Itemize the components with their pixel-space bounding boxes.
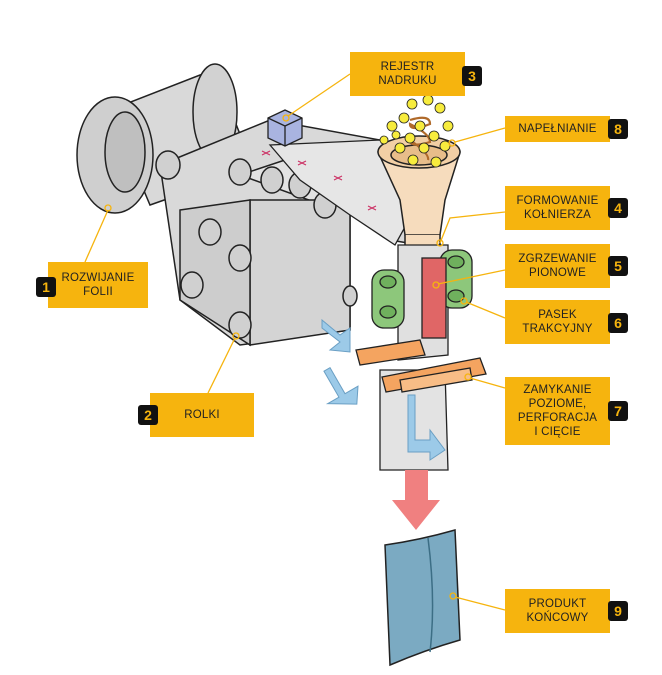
leader-lines <box>84 73 506 611</box>
callout-rollers: ROLKI <box>150 393 254 437</box>
badge-7: 7 <box>608 401 628 421</box>
callout-horizontal-closing: ZAMYKANIE POZIOME, PERFORACJA I CIĘCIE <box>505 377 610 445</box>
badge-6: 6 <box>608 313 628 333</box>
badge-4: 4 <box>608 198 628 218</box>
callout-print-register: REJESTR NADRUKU <box>350 52 465 96</box>
badge-5: 5 <box>608 256 628 276</box>
print-register-sensor <box>267 109 303 147</box>
product-pellets <box>379 94 454 168</box>
callout-final-product: PRODUKT KOŃCOWY <box>505 589 610 633</box>
callout-film-unwinding: ROZWIJANIE FOLII <box>48 262 148 308</box>
horizontal-jaws <box>355 339 487 393</box>
vertical-sealer <box>421 257 447 339</box>
callout-collar-forming: FORMOWANIE KOŁNIERZA <box>505 186 610 230</box>
badge-8: 8 <box>608 119 628 139</box>
badge-2: 2 <box>138 405 158 425</box>
badge-9: 9 <box>608 601 628 621</box>
final-product-bag <box>384 529 461 667</box>
flow-arrows <box>321 318 446 461</box>
callout-vertical-sealing: ZGRZEWANIE PIONOWE <box>505 244 610 288</box>
callout-traction-belt: PASEK TRAKCYJNY <box>505 300 610 344</box>
badge-3: 3 <box>462 66 482 86</box>
badge-1: 1 <box>36 277 56 297</box>
callout-filling: NAPEŁNIANIE <box>505 116 610 142</box>
down-arrow <box>392 470 440 530</box>
